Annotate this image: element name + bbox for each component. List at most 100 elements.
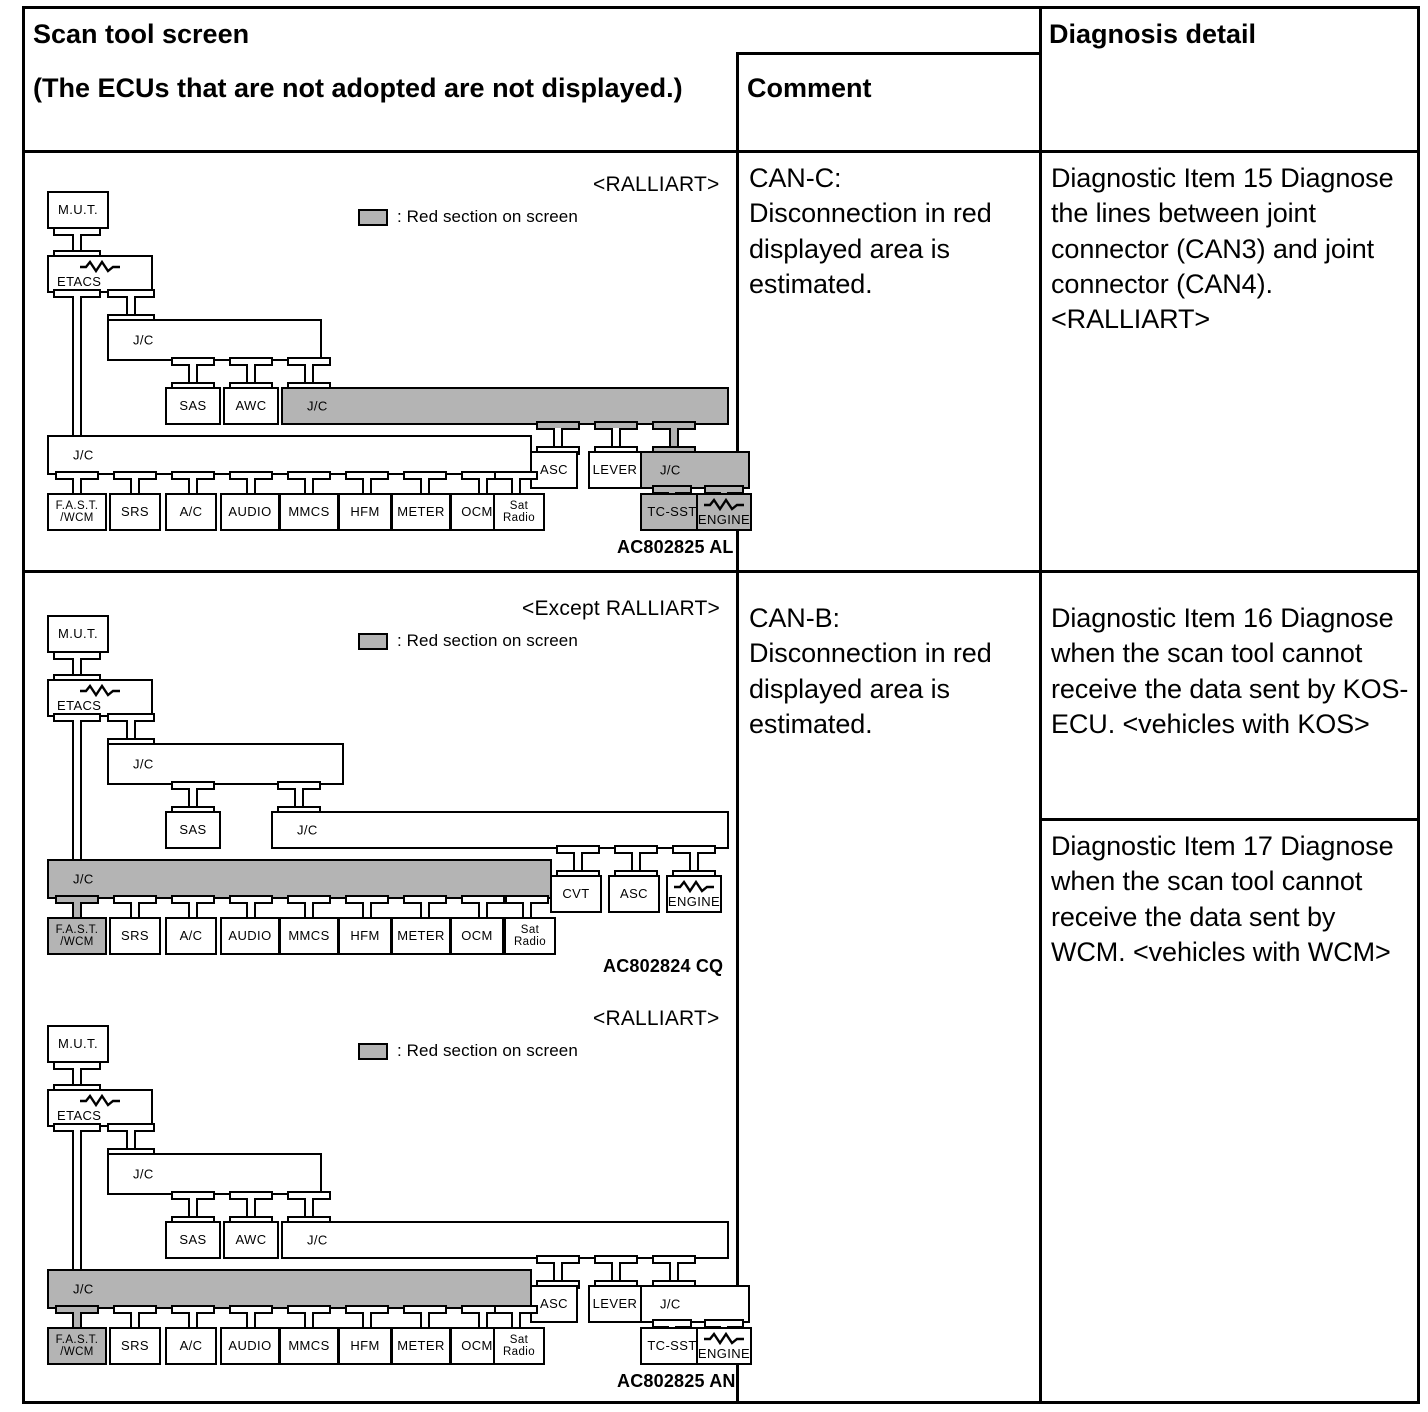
node-ecu-audio: AUDIO: [220, 1327, 280, 1365]
node-engine: ENGINE: [696, 1327, 752, 1365]
node-jc-upper: J/C: [107, 743, 344, 785]
stub-jc-mid-asc: [614, 845, 658, 879]
diagnosis-item-17: Diagnostic Item 17 Diagnose when the sca…: [1051, 831, 1394, 968]
node-jc-right: J/C: [640, 451, 750, 489]
node-ecu-hfm: HFM: [338, 493, 392, 531]
node-ecu-audio: AUDIO: [220, 493, 280, 531]
node-ecu-meter: METER: [391, 917, 451, 955]
node-ecu-mmcs: MMCS: [279, 493, 339, 531]
node-lever: LEVER: [588, 451, 642, 489]
stub-etacs-down: [53, 713, 101, 731]
node-awc: AWC: [223, 1221, 279, 1259]
trunk-etacs-to-jc-lower: [72, 1137, 82, 1273]
node-sas: SAS: [165, 1221, 221, 1259]
node-etacs: ETACS: [47, 255, 153, 293]
resistor-icon: [80, 260, 120, 273]
node-mut: M.U.T.: [47, 1025, 109, 1063]
node-jc-lower: J/C: [47, 859, 552, 899]
stub-jc-mid-cvt: [556, 845, 600, 879]
node-sas: SAS: [165, 387, 221, 425]
node-ecu-fast-wcm: F.A.S.T. /WCM: [47, 493, 107, 531]
node-jc-lower: J/C: [47, 435, 532, 475]
node-ecu-ac: A/C: [165, 1327, 217, 1365]
diagram-code: AC802824 CQ: [603, 956, 724, 976]
col-divider-diagnosis: [1039, 6, 1042, 1401]
trunk-etacs-to-jc-lower: [72, 727, 82, 861]
legend-swatch: [358, 633, 388, 650]
stub-jc-mid-engine: [672, 845, 716, 879]
node-jc-right: J/C: [640, 1285, 750, 1323]
node-ecu-sat-radio: Sat Radio: [493, 493, 545, 531]
stub-etacs-down: [53, 1123, 101, 1141]
comment-row-1: CAN-C: Disconnection in red displayed ar…: [749, 163, 992, 300]
header-diagnosis-detail: Diagnosis detail: [1049, 19, 1257, 49]
comment-row-2: CAN-B: Disconnection in red displayed ar…: [749, 603, 992, 740]
trunk-etacs-to-jc-lower: [72, 303, 82, 437]
legend-text: : Red section on screen: [397, 631, 578, 650]
diagram-code: AC802825 AL: [617, 537, 734, 557]
node-jc-mid: J/C: [281, 1221, 729, 1259]
resistor-icon: [704, 1332, 744, 1345]
node-ecu-fast-wcm: F.A.S.T. /WCM: [47, 917, 107, 955]
legend-swatch: [358, 209, 388, 226]
stub-jc-mid-asc: [536, 421, 580, 455]
header-scan-tool-screen: Scan tool screen: [33, 19, 250, 49]
node-jc-mid: J/C: [281, 387, 729, 425]
node-engine: ENGINE: [696, 493, 752, 531]
legend-text: : Red section on screen: [397, 207, 578, 226]
node-etacs: ETACS: [47, 679, 153, 717]
diagram-can-b-ralliart: <RALLIART> : Red section on screen M.U.T…: [25, 989, 752, 1399]
node-mut: M.U.T.: [47, 615, 109, 653]
resistor-icon: [80, 684, 120, 697]
node-asc: ASC: [530, 1285, 578, 1323]
node-asc: ASC: [608, 875, 660, 913]
header-comment: Comment: [747, 73, 872, 103]
node-ecu-ocm: OCM: [450, 917, 504, 955]
stub-jc-upper-sas: [171, 781, 215, 815]
node-ecu-ac: A/C: [165, 917, 217, 955]
node-lever: LEVER: [588, 1285, 642, 1323]
node-jc-mid: J/C: [271, 811, 729, 849]
stub-jc-upper-awc: [229, 1191, 273, 1225]
node-ecu-sat-radio: Sat Radio: [493, 1327, 545, 1365]
node-tc-sst: TC-SST: [640, 1327, 704, 1365]
node-ecu-audio: AUDIO: [220, 917, 280, 955]
stub-jc-upper-jc-mid: [287, 357, 331, 391]
node-etacs: ETACS: [47, 1089, 153, 1127]
row1-row2-divider: [22, 570, 1420, 573]
variant-tag: <Except RALLIART>: [522, 597, 720, 620]
node-cvt: CVT: [550, 875, 602, 913]
resistor-icon: [80, 1094, 120, 1107]
node-ecu-srs: SRS: [109, 1327, 161, 1365]
node-mut: M.U.T.: [47, 191, 109, 229]
diagram-can-c-ralliart: <RALLIART> : Red section on screen M.U.T…: [25, 153, 752, 570]
diagnosis-item-15: Diagnostic Item 15 Diagnose the lines be…: [1051, 163, 1394, 335]
node-ecu-meter: METER: [391, 493, 451, 531]
legend-text: : Red section on screen: [397, 1041, 578, 1060]
stub-jc-mid-lever: [594, 421, 638, 455]
stub-jc-upper-awc: [229, 357, 273, 391]
node-jc-upper: J/C: [107, 319, 322, 361]
diagnosis-item-16: Diagnostic Item 16 Diagnose when the sca…: [1051, 603, 1409, 740]
stub-jc-mid-jc-right: [652, 1255, 696, 1289]
stub-jc-mid-jc-right: [652, 421, 696, 455]
node-ecu-srs: SRS: [109, 493, 161, 531]
node-engine: ENGINE: [666, 875, 722, 913]
node-sas: SAS: [165, 811, 221, 849]
stub-etacs-down: [53, 289, 101, 307]
stub-jc-mid-lever: [594, 1255, 638, 1289]
node-asc: ASC: [530, 451, 578, 489]
node-ecu-ac: A/C: [165, 493, 217, 531]
variant-tag: <RALLIART>: [593, 173, 720, 196]
stub-etacs-jc-upper: [107, 289, 155, 323]
node-ecu-hfm: HFM: [338, 1327, 392, 1365]
diagram-code: AC802825 AN: [617, 1371, 736, 1391]
main-table: Scan tool screen (The ECUs that are not …: [22, 6, 1420, 1404]
header-scan-tool-note: (The ECUs that are not adopted are not d…: [33, 73, 683, 103]
diagram-can-b-except-ralliart: <Except RALLIART> : Red section on scree…: [25, 573, 736, 983]
node-jc-lower: J/C: [47, 1269, 532, 1309]
node-awc: AWC: [223, 387, 279, 425]
legend-swatch: [358, 1043, 388, 1060]
node-ecu-mmcs: MMCS: [279, 917, 339, 955]
